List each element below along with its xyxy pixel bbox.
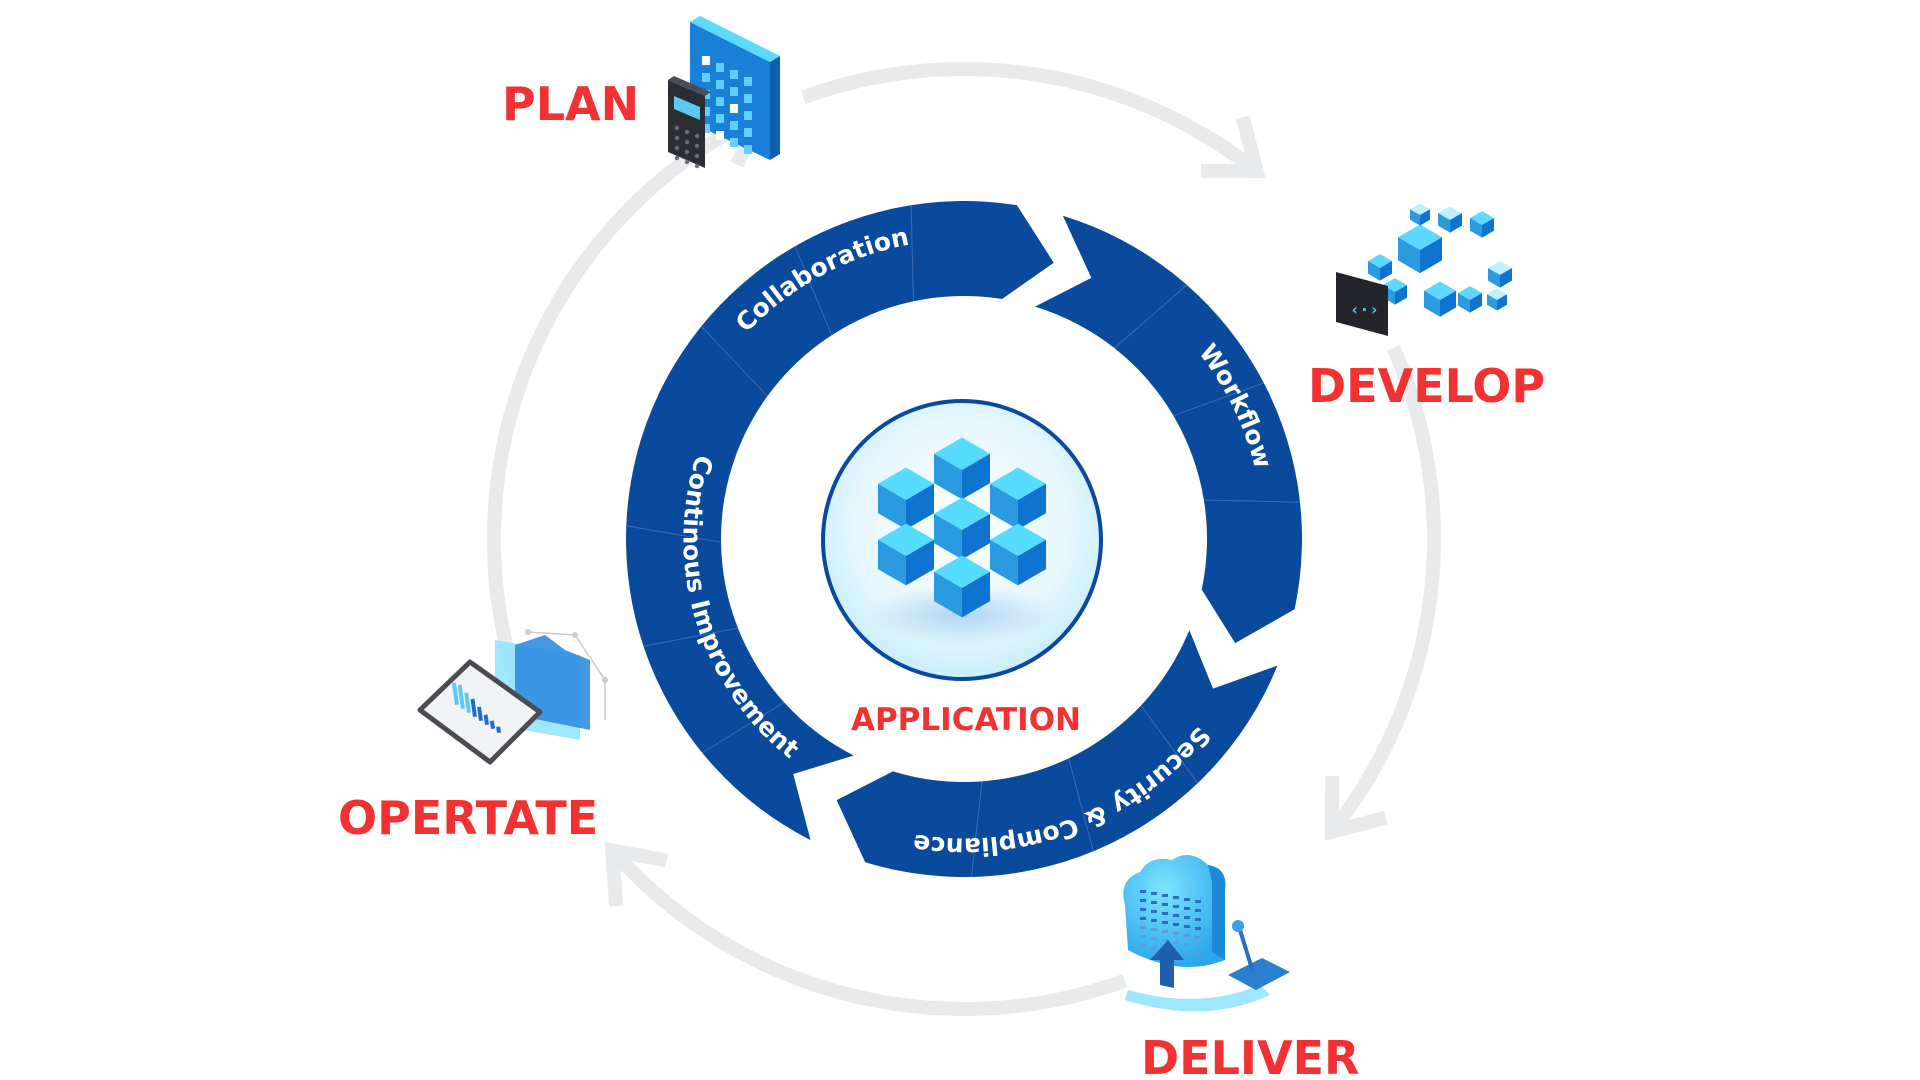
arrow-operate-to-plan — [487, 110, 762, 687]
outer-cycle-arrows — [487, 62, 1441, 1016]
cube — [1368, 254, 1392, 281]
operate-label: OPERTATE — [338, 791, 598, 845]
cube — [1398, 224, 1442, 274]
arrow-plan-to-develop — [800, 62, 1258, 175]
arrowhead — [1200, 115, 1266, 179]
segment-shape — [626, 398, 854, 841]
cloud-deploy-icon — [1123, 855, 1290, 1012]
monitoring-dashboard-icon — [417, 629, 608, 765]
phase-deliver: DELIVER — [1123, 855, 1359, 1080]
arrowhead — [604, 842, 669, 907]
center-application: APPLICATION — [821, 399, 1103, 738]
cube — [1470, 211, 1494, 238]
cube — [1488, 261, 1512, 288]
develop-label: DEVELOP — [1308, 359, 1545, 413]
code-brackets-icon: ‹·› — [1350, 300, 1379, 319]
cube — [1424, 281, 1456, 317]
segment-continuous-improvement: Continous Improvement — [626, 398, 854, 841]
segment-shape — [637, 200, 1054, 477]
arrowhead — [1324, 775, 1388, 841]
application-label: APPLICATION — [851, 702, 1081, 738]
plan-label: PLAN — [502, 77, 639, 131]
cube — [1438, 206, 1462, 233]
cube — [1458, 286, 1482, 313]
cube — [1410, 203, 1430, 226]
calendar-calculator-icon — [668, 16, 780, 169]
segment-shape — [1035, 215, 1302, 644]
code-cubes-icon: ‹·› — [1336, 203, 1512, 336]
cube-cluster-icon — [867, 437, 1057, 645]
segment-shape — [836, 630, 1278, 877]
code-panel — [1336, 272, 1388, 336]
phase-develop: ‹·› DEVELOP — [1308, 203, 1545, 413]
phase-operate: OPERTATE — [338, 629, 608, 845]
cube — [1487, 288, 1507, 311]
deliver-label: DELIVER — [1141, 1031, 1359, 1080]
arrow-deliver-to-operate — [609, 848, 1128, 1016]
arrow-develop-to-deliver — [1328, 344, 1441, 833]
phase-plan: PLAN — [502, 16, 780, 169]
